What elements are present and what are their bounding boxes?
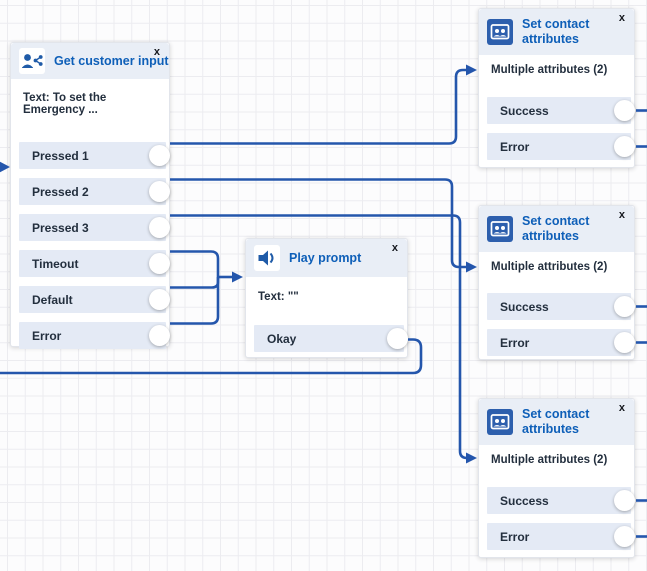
output-rows: Pressed 1 Pressed 2 Pressed 3 Timeout De… [11, 142, 170, 349]
output-row-error: Error [487, 329, 635, 356]
arrowhead-sca3 [466, 452, 477, 464]
output-label: Success [500, 103, 549, 118]
node-title: Get customer input [54, 53, 169, 68]
output-port[interactable] [614, 526, 635, 547]
node-header[interactable]: Play prompt x [246, 239, 407, 277]
output-rows: Okay [246, 325, 408, 352]
output-row-error: Error [487, 523, 635, 550]
play-prompt-icon [254, 245, 280, 271]
node-summary-text: Multiple attributes (2) [491, 454, 608, 466]
node-summary-text: Multiple attributes (2) [491, 261, 608, 273]
output-label: Pressed 2 [32, 184, 89, 199]
close-icon[interactable]: x [618, 402, 625, 414]
output-label: Okay [267, 331, 297, 346]
node-header[interactable]: Get customer input x [11, 43, 169, 79]
output-row-default: Default [19, 286, 170, 313]
node-set-contact-attributes-1[interactable]: Set contact attributes x Multiple attrib… [478, 8, 635, 168]
output-row-okay: Okay [254, 325, 408, 352]
output-port[interactable] [149, 181, 170, 202]
output-port[interactable] [149, 325, 170, 346]
get-customer-input-icon [19, 48, 45, 74]
node-summary-text: Text: "" [258, 291, 299, 303]
node-title: Set contact attributes [522, 17, 590, 46]
output-port[interactable] [614, 332, 635, 353]
output-port[interactable] [614, 100, 635, 121]
close-icon[interactable]: x [391, 242, 398, 254]
node-summary-text: Text: To set the Emergency ... [23, 92, 107, 116]
close-icon[interactable]: x [618, 12, 625, 24]
set-contact-attributes-icon [487, 19, 513, 45]
connector-error-playprompt[interactable] [170, 277, 220, 325]
node-title: Set contact attributes [522, 407, 590, 436]
output-port[interactable] [387, 328, 408, 349]
output-row-pressed-3: Pressed 3 [19, 214, 170, 241]
set-contact-attributes-icon [487, 409, 513, 435]
output-port[interactable] [149, 253, 170, 274]
output-label: Timeout [32, 256, 79, 271]
output-row-error: Error [19, 322, 170, 349]
output-rows: Success Error [479, 293, 635, 356]
output-label: Success [500, 299, 549, 314]
close-icon[interactable]: x [153, 46, 160, 58]
output-rows: Success Error [479, 487, 635, 550]
node-title: Set contact attributes [522, 214, 590, 243]
node-header[interactable]: Set contact attributes x [479, 9, 634, 55]
close-icon[interactable]: x [618, 209, 625, 221]
output-row-pressed-2: Pressed 2 [19, 178, 170, 205]
node-set-contact-attributes-3[interactable]: Set contact attributes x Multiple attrib… [478, 398, 635, 558]
output-port[interactable] [149, 289, 170, 310]
output-row-success: Success [487, 487, 635, 514]
arrowhead-sca2 [466, 261, 477, 273]
output-row-timeout: Timeout [19, 250, 170, 277]
output-label: Error [500, 335, 530, 350]
node-header[interactable]: Set contact attributes x [479, 206, 634, 252]
connector-default-playprompt[interactable] [170, 277, 220, 289]
connector-timeout-playprompt[interactable] [170, 250, 220, 278]
node-title: Play prompt [289, 250, 362, 265]
node-get-customer-input[interactable]: Get customer input x Text: To set the Em… [10, 42, 170, 349]
node-play-prompt[interactable]: Play prompt x Text: "" Okay [245, 238, 408, 358]
output-label: Error [500, 529, 530, 544]
output-label: Default [32, 292, 73, 307]
output-row-success: Success [487, 97, 635, 124]
connector-pressed1-sca1[interactable] [170, 68, 467, 145]
output-port[interactable] [614, 490, 635, 511]
set-contact-attributes-icon [487, 216, 513, 242]
output-port[interactable] [149, 217, 170, 238]
output-port[interactable] [149, 145, 170, 166]
node-header[interactable]: Set contact attributes x [479, 399, 634, 445]
output-row-pressed-1: Pressed 1 [19, 142, 170, 169]
output-row-error: Error [487, 133, 635, 160]
output-label: Error [500, 139, 530, 154]
output-label: Success [500, 493, 549, 508]
arrowhead-entry-gci [0, 161, 10, 173]
node-summary-text: Multiple attributes (2) [491, 64, 608, 76]
output-rows: Success Error [479, 97, 635, 160]
output-label: Error [32, 328, 62, 343]
output-port[interactable] [614, 136, 635, 157]
node-set-contact-attributes-2[interactable]: Set contact attributes x Multiple attrib… [478, 205, 635, 360]
arrowhead-sca1 [466, 64, 477, 76]
arrowhead-playprompt [232, 271, 243, 283]
output-label: Pressed 3 [32, 220, 89, 235]
output-row-success: Success [487, 293, 635, 320]
output-label: Pressed 1 [32, 148, 89, 163]
output-port[interactable] [614, 296, 635, 317]
